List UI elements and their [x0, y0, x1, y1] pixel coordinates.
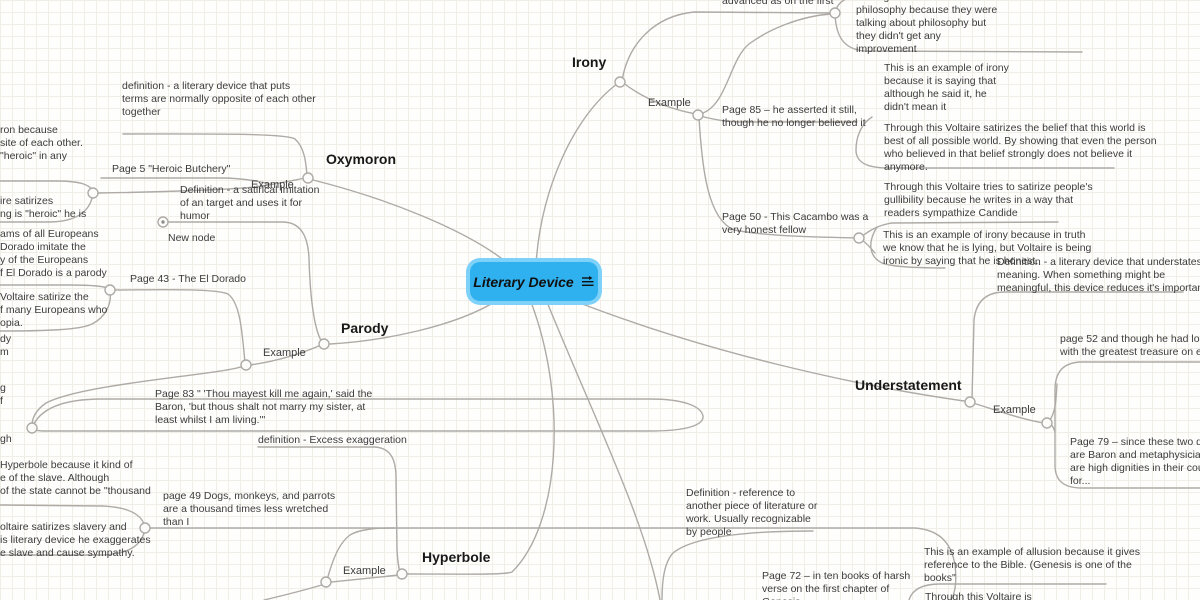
- node-page-72[interactable]: Page 72 – in ten books of harsh verse on…: [762, 570, 911, 600]
- example-irony[interactable]: Example: [648, 97, 691, 109]
- connector: [312, 179, 511, 266]
- junction-dot: [139, 522, 151, 534]
- connector: [1054, 361, 1200, 489]
- node-satirized-philosophy[interactable]: Through this Voltaire satirized philosop…: [856, 0, 998, 55]
- branch-hyperbole[interactable]: Hyperbole: [422, 549, 491, 565]
- connector: [621, 11, 835, 82]
- connector: [972, 402, 1045, 424]
- connector: [0, 528, 146, 556]
- node-irony-honest[interactable]: This is an example of irony because in t…: [883, 229, 1092, 267]
- connector: [263, 583, 326, 600]
- junction-dot: [614, 76, 626, 88]
- node-page-5[interactable]: Page 5 "Heroic Butchery": [112, 163, 231, 175]
- junction-dot: [302, 172, 314, 184]
- connector: [698, 116, 858, 239]
- junction-dot: [87, 187, 99, 199]
- node-through-voltaire-is[interactable]: Through this Voltaire is: [925, 591, 1032, 600]
- connector: [0, 290, 112, 332]
- connector: [31, 365, 245, 427]
- node-page-85[interactable]: Page 85 – he asserted it still, though h…: [722, 104, 866, 129]
- fragment-gh[interactable]: gh: [0, 433, 12, 445]
- connector: [971, 291, 1184, 400]
- connector: [122, 133, 308, 177]
- connector: [699, 13, 832, 115]
- connector: [535, 83, 618, 265]
- example-understatement[interactable]: Example: [993, 404, 1036, 416]
- fragment-parody-satirize[interactable]: Voltaire satirize the f many Europeans w…: [0, 291, 108, 329]
- fragment-oxymoron-example[interactable]: ron because site of each other. "heroic"…: [0, 124, 83, 162]
- connector: [31, 398, 704, 432]
- connector: [621, 81, 697, 115]
- fragment-el-dorado-parody[interactable]: ams of all Europeans Dorado imitate the …: [0, 228, 107, 279]
- branch-oxymoron[interactable]: Oxymoron: [326, 151, 397, 167]
- connector: [145, 527, 957, 600]
- fragment-dy-m[interactable]: dy m: [0, 333, 12, 358]
- connector: [855, 116, 1115, 169]
- junction-dot: [692, 109, 704, 121]
- connector: [870, 226, 946, 269]
- branch-irony[interactable]: Irony: [572, 54, 607, 70]
- connector: [0, 193, 94, 223]
- junction-dot: [104, 284, 116, 296]
- example-hyperbole[interactable]: Example: [343, 565, 386, 577]
- connector: [908, 583, 1107, 600]
- connector: [546, 301, 661, 600]
- node-oxymoron-definition[interactable]: definition - a literary device that puts…: [122, 80, 316, 118]
- notes-icon[interactable]: [581, 276, 595, 287]
- junction-dot: [1041, 417, 1053, 429]
- node-gullibility[interactable]: Through this Voltaire tries to satirize …: [884, 181, 1093, 219]
- connector: [661, 530, 814, 600]
- junction-dot: [829, 7, 841, 19]
- new-node-handle[interactable]: [157, 216, 169, 228]
- fragment-g-f[interactable]: g f: [0, 382, 6, 407]
- branch-parody[interactable]: Parody: [341, 320, 389, 336]
- node-page-52[interactable]: page 52 and though he had lost or with t…: [1060, 333, 1200, 358]
- connector: [834, 13, 1083, 53]
- node-page-50[interactable]: Page 50 - This Cacambo was a very honest…: [722, 211, 869, 236]
- example-parody[interactable]: Example: [263, 347, 306, 359]
- connector: [699, 115, 858, 123]
- junction-dot: [964, 396, 976, 408]
- connector: [1048, 383, 1058, 422]
- node-page-83[interactable]: Page 83 " 'Thou mayest kill me again,' s…: [155, 388, 373, 426]
- node-page-49[interactable]: page 49 Dogs, monkeys, and parrots are a…: [163, 490, 336, 528]
- node-allusion-definition[interactable]: Definition - reference to another piece …: [686, 487, 818, 538]
- connector: [0, 180, 94, 193]
- node-new-node[interactable]: New node: [168, 232, 216, 244]
- fragment-oxymoron-satirizes[interactable]: ire satirizes ng is "heroic" he is: [0, 195, 87, 220]
- node-page-43[interactable]: Page 43 - The El Dorado: [130, 273, 246, 285]
- central-topic-label: Literary Device: [473, 273, 574, 290]
- node-hyperbole-definition[interactable]: definition - Excess exaggeration: [258, 434, 407, 446]
- connector: [97, 177, 306, 194]
- central-topic[interactable]: Literary Device: [470, 262, 598, 301]
- connector: [114, 288, 246, 364]
- junction-dot: [320, 576, 332, 588]
- junction-dot: [318, 338, 330, 350]
- connector: [406, 301, 555, 575]
- junction-dot: [26, 422, 38, 434]
- node-understatement-definition[interactable]: Definition - a literary device that unde…: [997, 256, 1200, 294]
- connector: [571, 299, 965, 402]
- node-parody-definition[interactable]: Definition - a satirical imitation of an…: [180, 184, 320, 222]
- node-irony-didnt-mean-it[interactable]: This is an example of irony because it i…: [884, 62, 1009, 113]
- example-oxymoron[interactable]: Example: [251, 179, 294, 191]
- node-satirizes-belief[interactable]: Through this Voltaire satirizes the beli…: [884, 122, 1157, 173]
- node-advanced-first[interactable]: advanced as on the first: [722, 0, 834, 7]
- connector: [100, 177, 271, 185]
- junction-dot: [240, 359, 252, 371]
- node-page-79[interactable]: Page 79 – since these two dogs of are Ba…: [1070, 436, 1200, 487]
- branch-understatement[interactable]: Understatement: [855, 377, 962, 393]
- node-allusion-example[interactable]: This is an example of allusion because i…: [924, 546, 1140, 584]
- junction-dot: [396, 568, 408, 580]
- connector: [168, 221, 323, 343]
- junction-dot: [853, 232, 865, 244]
- fragment-satirizes-slavery[interactable]: oltaire satirizes slavery and is literar…: [0, 521, 151, 559]
- connector: [0, 284, 111, 290]
- connector: [329, 299, 499, 345]
- connector: [330, 574, 400, 583]
- fragment-hyperbole-slave[interactable]: Hyperbole because it kind of e of the sl…: [0, 459, 151, 497]
- connector: [249, 344, 322, 366]
